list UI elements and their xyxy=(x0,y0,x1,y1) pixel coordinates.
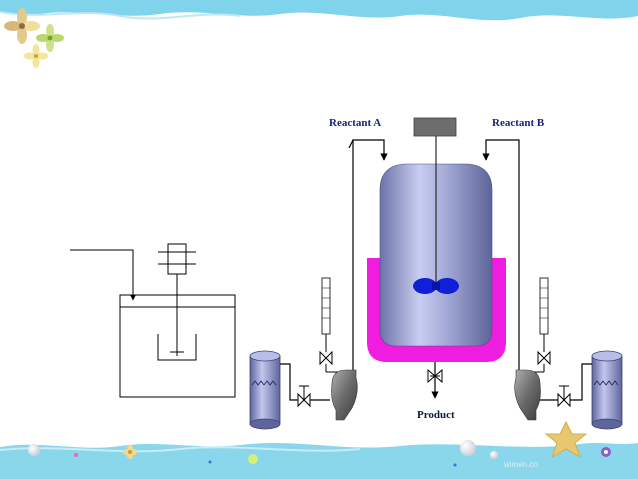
bubble-decoration-icon xyxy=(28,440,611,467)
right-storage-tank xyxy=(591,350,623,430)
left-flowmeter-icon xyxy=(319,277,353,373)
impeller-icon xyxy=(413,278,459,294)
top-wave-border xyxy=(0,0,638,21)
left-feed-system xyxy=(249,277,358,430)
flower-decoration-icon xyxy=(4,8,64,68)
right-pump-icon xyxy=(514,369,541,421)
bottom-wave-border xyxy=(0,442,638,479)
watermark-text: wimen.cn xyxy=(503,460,538,469)
left-inlet-valve-icon xyxy=(297,385,311,408)
right-flowmeter-icon xyxy=(519,277,551,373)
starfish-icon xyxy=(544,420,588,459)
simple-stirred-tank-sketch xyxy=(70,243,236,398)
product-label: Product xyxy=(417,409,455,421)
agitator-motor xyxy=(413,117,457,137)
reactant-b-label: Reactant B xyxy=(492,117,545,129)
product-valve-icon xyxy=(427,368,443,384)
reactant-b-feed-line xyxy=(482,139,520,392)
right-feed-system xyxy=(514,277,623,430)
left-pump-icon xyxy=(331,369,358,421)
reactor-vessel xyxy=(367,117,506,362)
reactant-a-label: Reactant A xyxy=(329,117,381,129)
reactant-a-feed-line xyxy=(348,139,388,392)
right-inlet-valve-icon xyxy=(557,385,571,408)
small-flower-icon xyxy=(123,445,137,459)
left-storage-tank xyxy=(249,350,281,430)
